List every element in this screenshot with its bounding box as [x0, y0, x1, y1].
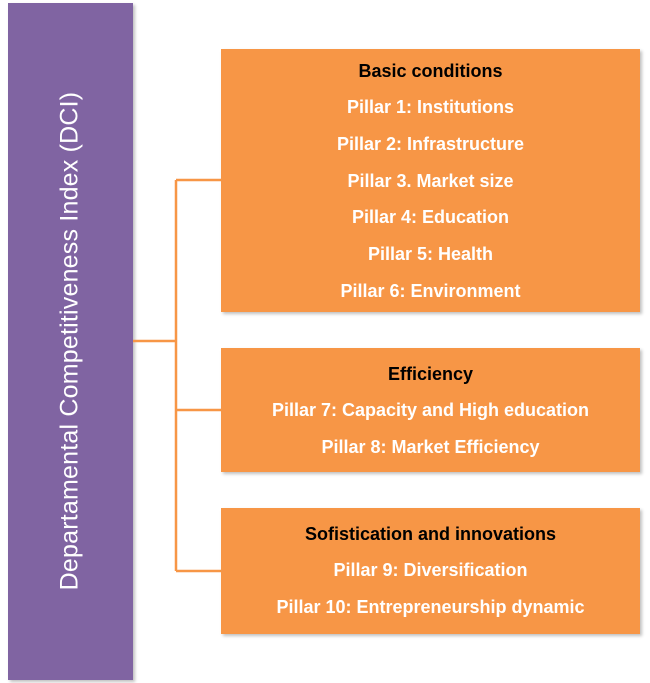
pillar-10: Pillar 10: Entrepreneurship dynamic: [276, 596, 585, 617]
pillar-8: Pillar 8: Market Efficiency: [321, 436, 540, 457]
pillar-1: Pillar 1: Institutions: [346, 97, 515, 117]
pillar-3: Pillar 3. Market size: [347, 170, 514, 191]
group-title-sophistication: Sofistication and innovations: [304, 524, 556, 544]
pillar-2: Pillar 2: Infrastructure: [336, 133, 525, 154]
pillar-7: Pillar 7: Capacity and High education: [271, 400, 590, 420]
pillar-9: Pillar 9: Diversification: [333, 560, 528, 580]
pillar-5: Pillar 5: Health: [367, 244, 494, 265]
group-title-efficiency: Efficiency: [387, 364, 474, 384]
group-sophistication: Sofistication and innovations Pillar 9: …: [221, 508, 640, 634]
pillar-6: Pillar 6: Environment: [340, 280, 521, 301]
group-efficiency: Efficiency Pillar 7: Capacity and High e…: [221, 348, 640, 472]
dci-root-node: [8, 3, 133, 680]
group-basic-conditions: Basic conditions Pillar 1: Institutions …: [221, 49, 640, 312]
group-title-basic: Basic conditions: [358, 61, 503, 81]
pillar-4: Pillar 4: Education: [351, 207, 510, 228]
